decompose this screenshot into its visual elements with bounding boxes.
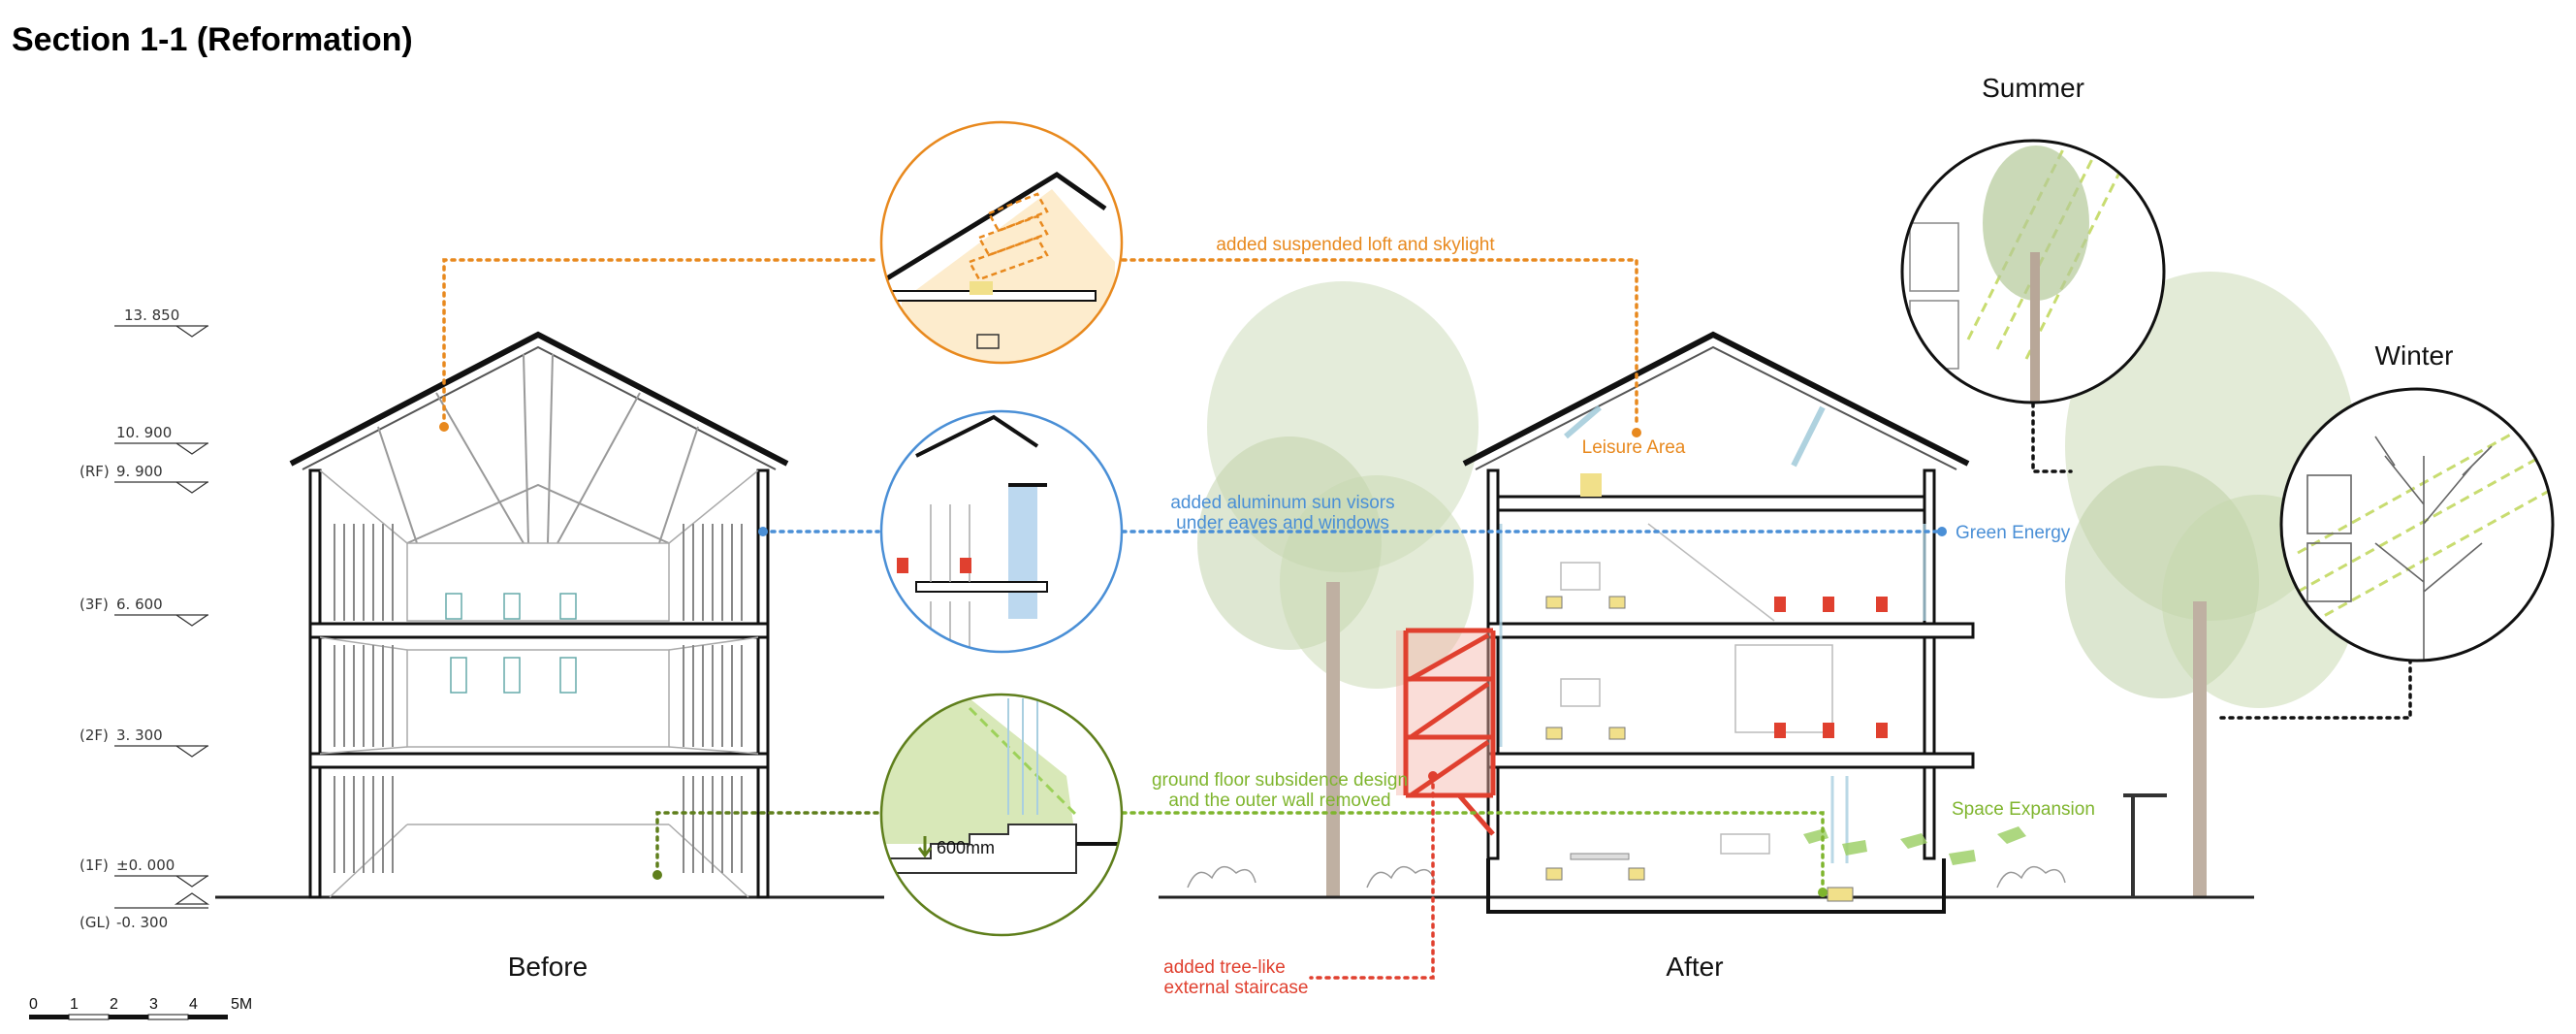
level-value: -0. 300 <box>116 914 168 931</box>
visor-annotation-line1: added aluminum sun visors <box>1170 493 1394 513</box>
level-value: ±0. 000 <box>116 856 175 874</box>
floor-3f <box>308 622 770 639</box>
stair-annotation-line1: added tree-like <box>1163 957 1286 978</box>
ground-callout-line-after <box>1121 811 1825 894</box>
sunken-floor <box>1486 858 1946 914</box>
loft-callout-line-after <box>1121 258 1638 429</box>
detail-circle-sun-visors <box>879 409 1124 654</box>
level-marker-1f: (1F) ±0. 000 <box>80 856 208 888</box>
scale-tick: 4 <box>189 996 198 1013</box>
stair-annotation-line2: external staircase <box>1164 978 1309 998</box>
loft-annotation: added suspended loft and skylight <box>1216 235 1495 255</box>
space-expansion-marks <box>1803 826 2026 865</box>
space-expansion-annotation: Space Expansion <box>1952 799 2095 820</box>
floor-2f <box>1486 752 1975 769</box>
detail-circle-summer: Summer <box>1900 73 2166 404</box>
after-building-section <box>1159 331 2254 914</box>
floor-3f <box>1486 622 1975 639</box>
detail-circle-winter: Winter <box>2279 340 2555 662</box>
after-label: After <box>1666 952 1723 982</box>
stair-callout-line <box>1309 774 1435 980</box>
level-marker-3f: (3F) 6. 600 <box>80 596 208 627</box>
scale-tick: 2 <box>110 996 118 1013</box>
scale-bar: 0 1 2 3 4 5M <box>29 996 252 1020</box>
level-tag: (3F) <box>80 596 109 613</box>
before-building-section <box>215 331 884 899</box>
green-energy-annotation: Green Energy <box>1956 523 2071 543</box>
level-marker-2f: (2F) 3. 300 <box>80 727 208 758</box>
roof-line <box>289 331 789 467</box>
before-label: Before <box>508 952 588 982</box>
level-value: 3. 300 <box>116 727 163 744</box>
summer-callout-line <box>2031 402 2073 473</box>
loft-callout-line <box>442 258 880 429</box>
level-value: 10. 900 <box>116 424 172 441</box>
detail-circle-loft <box>879 120 1124 365</box>
scale-unit: 5M <box>231 996 252 1013</box>
winter-callout-line <box>2215 658 2412 720</box>
level-value: 13. 850 <box>124 307 179 324</box>
summer-label: Summer <box>1982 73 2084 103</box>
suspended-loft <box>1496 495 1926 512</box>
level-tag: (GL) <box>80 914 111 931</box>
visor-annotation-line2: under eaves and windows <box>1176 513 1389 533</box>
page-title: Section 1-1 (Reformation) <box>12 21 413 58</box>
leisure-area-annotation: Leisure Area <box>1582 437 1686 458</box>
ground-callout-line <box>655 811 884 877</box>
level-tag: (2F) <box>80 727 109 744</box>
subsidence-annotation-line2: and the outer wall removed <box>1168 791 1390 811</box>
floor-2f <box>308 752 770 769</box>
level-marker-13850: 13. 850 <box>114 307 208 338</box>
level-markers: 13. 850 10. 900 (RF) 9. 900 (3F) 6. 600 … <box>80 307 210 931</box>
detail-circle-ground-subsidence: 600mm <box>879 693 1124 937</box>
scale-tick: 0 <box>29 996 38 1013</box>
tree-like-external-staircase <box>1396 628 1496 836</box>
winter-label: Winter <box>2375 340 2454 371</box>
level-value: 9. 900 <box>116 463 163 480</box>
level-marker-gl: (GL) -0. 300 <box>80 892 210 931</box>
subsidence-annotation-line1: ground floor subsidence design <box>1152 770 1408 791</box>
level-value: 6. 600 <box>116 596 163 613</box>
scale-tick: 3 <box>149 996 158 1013</box>
scale-tick: 1 <box>70 996 79 1013</box>
level-marker-10900: 10. 900 <box>114 424 208 455</box>
tree-left <box>1197 281 1479 897</box>
level-tag: (1F) <box>80 856 109 874</box>
callout-endpoints <box>439 422 1947 897</box>
level-marker-rf: (RF) 9. 900 <box>80 463 208 494</box>
depth-label: 600mm <box>937 838 995 857</box>
level-tag: (RF) <box>80 463 110 480</box>
roof-line <box>1462 331 1970 467</box>
